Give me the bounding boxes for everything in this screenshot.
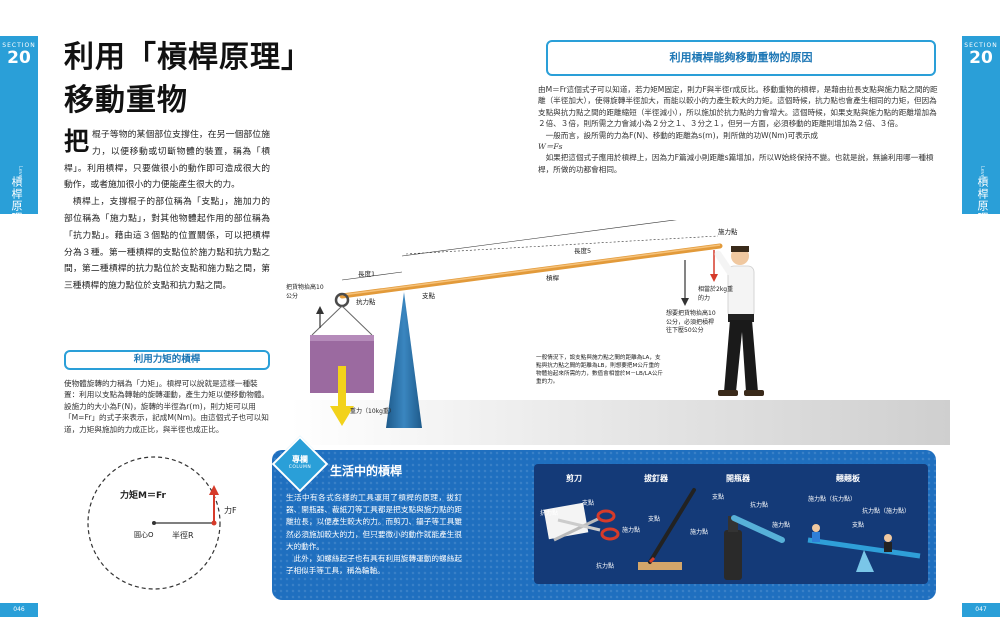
moment-force-label: 力F	[224, 506, 237, 515]
column-text-2: 此外，如螺絲起子也有具有利用旋轉運動的螺絲起子相似手等工具，稱為輪軸。	[286, 554, 462, 576]
chapter-label-left: 槓桿原理	[10, 176, 23, 224]
lift-label: 把貨物抬高10公分	[286, 284, 324, 300]
moment-radius-label: 半徑R	[172, 531, 194, 540]
reason-formula: W＝Fs	[538, 142, 563, 152]
nailer-load-label: 抗力點	[596, 563, 615, 570]
nail-puller-icon	[638, 488, 696, 570]
tool-name-seesaw: 翹翹板	[836, 474, 860, 483]
moment-diagram	[87, 456, 221, 590]
page-title: 利用「槓桿原理」 移動重物	[64, 36, 312, 122]
effort-point-label: 施力點	[718, 228, 738, 236]
person-figure	[714, 246, 764, 396]
fulcrum-label: 支點	[422, 292, 435, 300]
load-point-label: 抗力點	[356, 298, 376, 306]
intro-text: 把 棍子等物的某個部位支撐住，在另一個部位施力，以便移動或切斷物體的裝置，稱為「…	[64, 127, 270, 295]
general-note-label: 一般情況下，設支點與施力點之間的距離為LA，支點與抗力點之間的距離為LB，則想要…	[536, 355, 664, 385]
column-text: 生活中有各式各樣的工具運用了槓桿的原理，拔釘器、開瓶器、裁紙刀等工具都是把支點與…	[286, 492, 462, 577]
reason-p1: 由M＝Fr這個式子可以知道，若力矩M固定，則力F與半徑r成反比。移動重物的槓桿，…	[538, 85, 938, 129]
section-label: SECTION	[2, 42, 36, 49]
moment-section-text: 使物體旋轉的力稱為「力矩」。槓桿可以說就是這樣一種裝置：利用以支點為轉軸的旋轉運…	[64, 379, 273, 434]
scissors-effort-label: 施力點	[622, 527, 641, 534]
section-tab-left: SECTION 20 Lever	[0, 36, 38, 214]
seesaw-load-label: 抗力點（施力點）	[862, 508, 911, 515]
seesaw-fulcrum-label: 支點	[852, 522, 865, 529]
seesaw-icon	[807, 524, 921, 572]
column-badge-text: 專欄 COLUMN	[280, 454, 320, 470]
lever-bar	[339, 243, 723, 299]
column-text-1: 生活中有各式各樣的工具運用了槓桿的原理，拔釘器、開瓶器、裁紙刀等工具都是把支點與…	[286, 493, 462, 551]
reason-section-text: 由M＝Fr這個式子可以知道，若力矩M固定，則力F與半徑r成反比。移動重物的槓桿，…	[538, 84, 938, 175]
section-number: 20	[7, 48, 31, 68]
intro-p1: 棍子等物的某個部位支撐住，在另一個部位施力，以便移動或切斷物體的裝置，稱為「槓桿…	[64, 130, 270, 191]
tools-illustration	[543, 488, 921, 580]
moment-section-title: 利用力矩的槓桿	[64, 350, 270, 370]
lever-label: 槓桿	[546, 274, 559, 282]
equiv-force-label: 相當於2kg重的力	[698, 286, 734, 302]
column-title: 生活中的槓桿	[330, 464, 403, 478]
weight-label: 重力（10kg重）	[350, 408, 395, 415]
length1-label: 長度1	[358, 270, 376, 278]
tool-name-scissors: 剪刀	[566, 474, 582, 483]
fulcrum-triangle	[386, 292, 422, 428]
length5-label: 長度5	[574, 247, 592, 255]
section-sublabel-right: Lever	[979, 166, 985, 180]
page-number-right: 047	[962, 603, 1000, 617]
section-tab-right: SECTION 20 Lever	[962, 36, 1000, 214]
section-number-right: 20	[969, 48, 993, 68]
scissors-icon	[543, 502, 620, 542]
scissors-load-label: 抗力點	[540, 510, 559, 517]
bottle-opener-icon	[724, 515, 785, 580]
column-badge-bottom: COLUMN	[288, 465, 312, 470]
opener-load-label: 抗力點	[750, 502, 769, 509]
scissors-fulcrum-label: 支點	[582, 500, 595, 507]
reason-p2: 一般而言，設所需的力為F(N)、移動的距離為s(m)，則所做的功W(Nm)可表示…	[545, 130, 818, 140]
push-note-label: 想要把貨物抬高10公分，必須把槓桿往下壓50公分	[666, 310, 716, 334]
nailer-fulcrum-label: 支點	[648, 516, 661, 523]
seesaw-effort-label: 施力點（抗力點）	[808, 496, 857, 503]
gravity-arrow	[330, 406, 354, 426]
opener-fulcrum-label: 支點	[712, 494, 725, 501]
intro-p2: 槓桿上，支撐棍子的部位稱為「支點」，施加力的部位稱為「施力點」，對其他物體起作用…	[64, 197, 270, 292]
moment-torque-label: 力矩M＝Fr	[120, 491, 166, 501]
opener-effort-label: 施力點	[772, 522, 791, 529]
chapter-label-right: 槓桿原理	[976, 176, 989, 224]
page-number-left: 046	[0, 603, 38, 617]
reason-section-title: 利用槓桿能夠移動重物的原因	[546, 40, 936, 76]
tool-name-nail-puller: 拔釘器	[644, 474, 668, 483]
dropcap: 把	[64, 127, 90, 156]
title-line-1: 利用「槓桿原理」	[64, 40, 312, 75]
section-label-right: SECTION	[964, 42, 998, 49]
lever-illustration	[290, 220, 950, 445]
moment-center-label: 圓心O	[134, 531, 154, 539]
reason-p3: 如果把這個式子應用於槓桿上，因為力F篇減小則距離s篇增加，所以W始終保持不變。也…	[538, 153, 934, 174]
title-line-2: 移動重物	[64, 83, 188, 118]
column-badge-top: 專欄	[292, 455, 308, 464]
tool-name-bottle-opener: 開瓶器	[726, 474, 750, 483]
section-sublabel: Lever	[17, 166, 23, 180]
nailer-effort-label: 施力點	[690, 529, 709, 536]
